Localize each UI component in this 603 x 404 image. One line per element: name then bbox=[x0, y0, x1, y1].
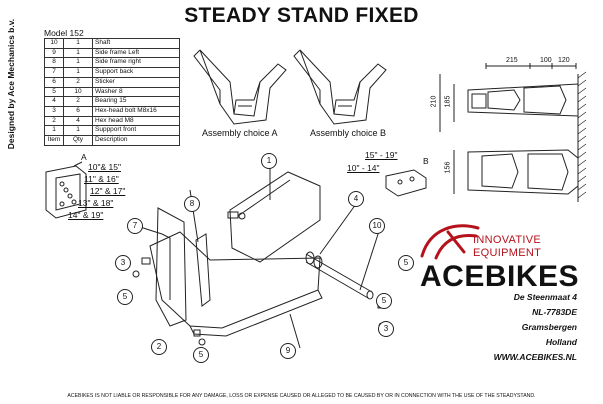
dim-210: 210 bbox=[430, 95, 438, 108]
item-cell: 2 bbox=[44, 115, 64, 127]
page-title: STEADY STAND FIXED bbox=[184, 4, 419, 27]
description-cell: Description bbox=[92, 135, 180, 146]
brand-tagline-line-1: INNOVATIVE bbox=[473, 234, 541, 246]
address-country: Holland bbox=[545, 337, 577, 347]
address-website: WWW.ACEBIKES.NL bbox=[493, 352, 577, 362]
tire-size-a-4: 13" & 18" bbox=[78, 198, 114, 208]
item-cell: 3 bbox=[44, 105, 64, 117]
description-cell: Hex head M8 bbox=[92, 115, 180, 127]
item-cell: 7 bbox=[44, 67, 64, 78]
designer-credit: Designed by Ace Mechanics b.v. bbox=[6, 18, 16, 150]
part-callout-3: 3 bbox=[115, 255, 131, 271]
tire-size-a-5: 14" & 19" bbox=[68, 210, 104, 220]
description-cell: Washer 8 bbox=[92, 86, 180, 98]
address-street: De Steenmaat 4 bbox=[513, 292, 577, 302]
part-callout-2: 2 bbox=[151, 339, 167, 355]
qty-cell: 6 bbox=[63, 105, 93, 117]
address-postal: NL-7783DE bbox=[532, 307, 577, 317]
qty-cell: 1 bbox=[63, 57, 93, 69]
item-cell: 1 bbox=[44, 125, 64, 137]
part-callout-7: 7 bbox=[127, 218, 143, 234]
part-callout-9: 9 bbox=[280, 343, 296, 359]
assembly-choice-b-caption: Assembly choice B bbox=[310, 128, 387, 138]
qty-cell: 1 bbox=[63, 125, 93, 137]
brand-tagline: INNOVATIVE EQUIPMENT bbox=[473, 234, 541, 260]
qty-cell: 4 bbox=[63, 115, 93, 127]
brand-name: ACEBIKES bbox=[420, 260, 580, 293]
company-address: De Steenmaat 4 NL-7783DE Gramsbergen Hol… bbox=[494, 290, 577, 365]
assembly-drawings bbox=[193, 49, 387, 125]
item-cell: Item bbox=[44, 135, 64, 146]
tire-size-a-2: 11" & 16" bbox=[84, 174, 119, 184]
detail-a-letter: A bbox=[81, 152, 87, 162]
item-cell: 9 bbox=[44, 47, 64, 59]
item-cell: 6 bbox=[44, 76, 64, 88]
dim-156: 156 bbox=[444, 161, 452, 174]
dim-185: 185 bbox=[444, 95, 452, 108]
description-cell: Bearing 15 bbox=[92, 96, 180, 107]
part-callout-10: 10 bbox=[369, 218, 385, 234]
dim-100: 100 bbox=[540, 57, 552, 64]
qty-cell: 2 bbox=[63, 96, 93, 107]
detail-b-letter: B bbox=[423, 156, 429, 166]
dim-120: 120 bbox=[558, 57, 570, 64]
description-cell: Suppport front bbox=[92, 125, 180, 137]
qty-cell: 1 bbox=[63, 47, 93, 59]
part-callout-5: 5 bbox=[398, 255, 414, 271]
brand-tagline-line-2: EQUIPMENT bbox=[473, 247, 542, 259]
qty-cell: 2 bbox=[63, 76, 93, 88]
part-callout-5: 5 bbox=[117, 289, 133, 305]
item-cell: 4 bbox=[44, 96, 64, 107]
qty-cell: Qty bbox=[63, 135, 93, 146]
address-city: Gramsbergen bbox=[521, 322, 577, 332]
part-callout-4: 4 bbox=[348, 191, 364, 207]
part-callout-5: 5 bbox=[376, 293, 392, 309]
part-callout-8: 8 bbox=[184, 196, 200, 212]
description-cell: Shaft bbox=[92, 38, 180, 49]
dimension-drawings bbox=[439, 63, 587, 202]
description-cell: Support back bbox=[92, 67, 180, 78]
assembly-choice-a-caption: Assembly choice A bbox=[202, 128, 278, 138]
qty-cell: 1 bbox=[63, 38, 93, 49]
tire-size-b-1: 15" - 19" bbox=[365, 150, 398, 160]
liability-disclaimer: ACEBIKES IS NOT LIABLE OR RESPONSIBLE FO… bbox=[67, 393, 536, 399]
part-callout-5: 5 bbox=[193, 347, 209, 363]
qty-cell: 1 bbox=[63, 67, 93, 78]
item-cell: 5 bbox=[44, 86, 64, 98]
description-cell: Sticker bbox=[92, 76, 180, 88]
part-callout-1: 1 bbox=[261, 153, 277, 169]
item-cell: 10 bbox=[44, 38, 64, 49]
dim-215: 215 bbox=[506, 57, 518, 64]
detail-a-drawing bbox=[45, 161, 87, 219]
part-callout-3: 3 bbox=[378, 321, 394, 337]
model-number: Model 152 bbox=[44, 28, 84, 38]
tire-size-a-1: 10"& 15" bbox=[88, 162, 121, 172]
description-cell: Side frame Left bbox=[92, 47, 180, 59]
item-cell: 8 bbox=[44, 57, 64, 69]
tire-size-b-2: 10" - 14" bbox=[347, 163, 380, 173]
description-cell: Hex-head bolt M8x16 bbox=[92, 105, 180, 117]
acebikes-logo-swoosh bbox=[420, 224, 480, 260]
qty-cell: 10 bbox=[63, 86, 93, 98]
detail-b-drawing bbox=[385, 169, 427, 197]
description-cell: Side frame right bbox=[92, 57, 180, 69]
tire-size-a-3: 12" & 17" bbox=[90, 186, 126, 196]
